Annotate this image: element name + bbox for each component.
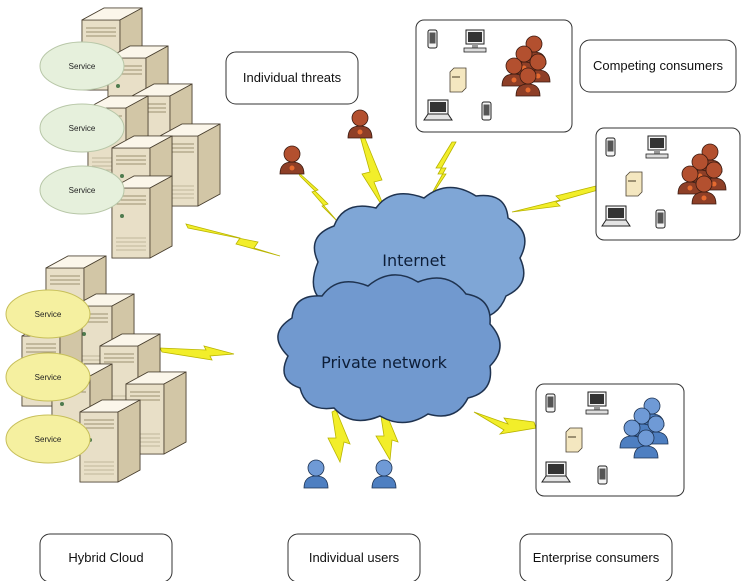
label-enterprise-consumers: Enterprise consumers — [519, 533, 673, 581]
phone-icon — [481, 101, 492, 121]
enterprise-consumers-label: Enterprise consumers — [533, 550, 660, 565]
label-individual-threats: Individual threats — [225, 51, 359, 105]
private-network-cloud: Private network — [277, 274, 501, 424]
service-label: Service — [69, 124, 96, 133]
lightning-bolt-icon — [185, 223, 281, 257]
cloud-icon — [277, 274, 501, 424]
service-bubble-icon — [5, 289, 91, 339]
server-cluster-top: Service Service Service — [39, 7, 221, 259]
lightning-bolt-icon — [159, 345, 235, 361]
threat-person-icon — [279, 145, 305, 175]
label-hybrid-cloud: Hybrid Cloud — [39, 533, 173, 581]
phone-icon — [597, 465, 608, 485]
individual-users-label: Individual users — [309, 550, 400, 565]
enterprise-devices — [535, 383, 685, 497]
desktop-icon — [585, 391, 609, 415]
desktop-icon — [463, 29, 487, 53]
service-label: Service — [35, 310, 62, 319]
lightning-bolt-icon — [511, 185, 599, 213]
label-competing-consumers: Competing consumers — [579, 39, 737, 93]
threat-person-icon — [347, 109, 373, 139]
laptop-icon — [601, 205, 631, 227]
server-cluster-bottom: Service Service Service — [5, 255, 187, 483]
user-person-icon — [303, 459, 329, 489]
service-label: Service — [35, 373, 62, 382]
laptop-icon — [541, 461, 571, 483]
laptop-icon — [423, 99, 453, 121]
tower-pc-icon — [625, 171, 643, 197]
service-label: Service — [69, 186, 96, 195]
label-individual-users: Individual users — [287, 533, 421, 581]
user-person-icon — [371, 459, 397, 489]
private-network-label: Private network — [321, 353, 448, 372]
lightning-bolt-icon — [473, 411, 537, 435]
service-bubble-icon — [39, 103, 125, 153]
hybrid-cloud-label: Hybrid Cloud — [68, 550, 143, 565]
competing-consumers-label: Competing consumers — [593, 58, 724, 73]
tower-pc-icon — [449, 67, 467, 93]
phone-icon — [655, 209, 666, 229]
service-bubble-icon — [5, 352, 91, 402]
phone-icon — [545, 393, 556, 413]
internet-label: Internet — [382, 251, 446, 270]
phone-icon — [427, 29, 438, 49]
competing-devices-right — [595, 127, 741, 241]
individual-threats-label: Individual threats — [243, 70, 342, 85]
phone-icon — [605, 137, 616, 157]
service-bubble-icon — [5, 414, 91, 464]
service-label: Service — [35, 435, 62, 444]
lightning-bolt-icon — [327, 409, 351, 464]
lightning-bolt-icon — [359, 135, 387, 213]
lightning-bolt-icon — [425, 141, 457, 205]
desktop-icon — [645, 135, 669, 159]
lightning-bolt-icon — [297, 171, 339, 223]
competing-consumers-devices — [415, 19, 573, 133]
tower-pc-icon — [565, 427, 583, 453]
service-bubble-icon — [39, 165, 125, 215]
service-bubble-icon — [39, 41, 125, 91]
service-label: Service — [69, 62, 96, 71]
